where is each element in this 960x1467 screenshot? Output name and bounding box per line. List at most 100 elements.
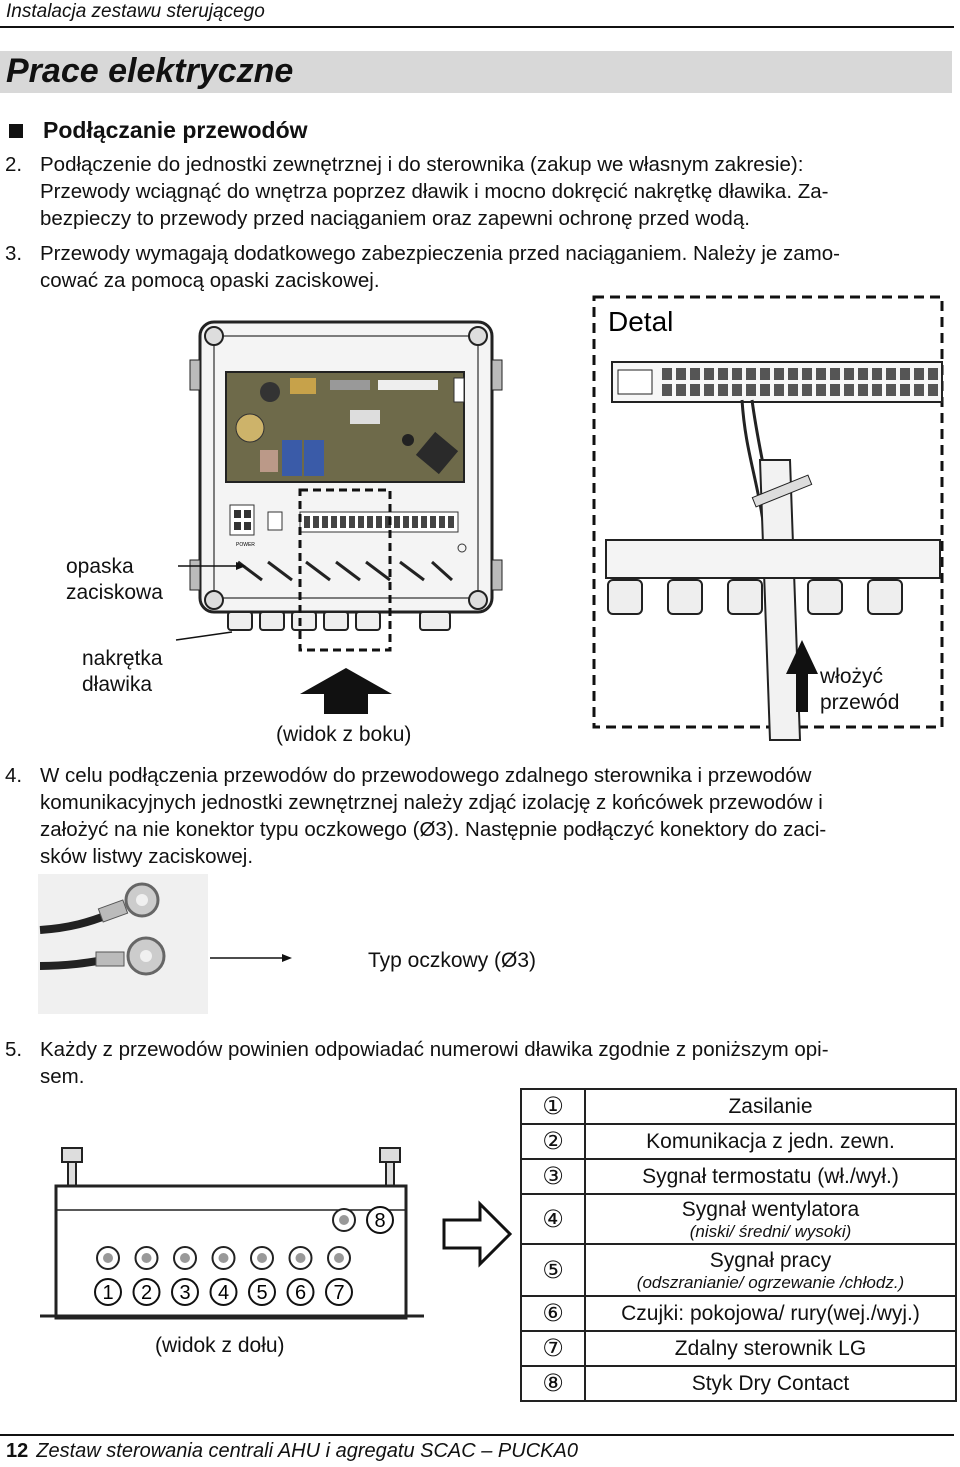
gland-number-label: 7	[333, 1282, 344, 1304]
pcb-power-label: POWER	[236, 542, 255, 548]
table-row: ④ Sygnał wentylatora (niski/ średni/ wys…	[520, 1193, 957, 1245]
page-number: 12	[6, 1440, 29, 1462]
rail-terminal-slot	[774, 384, 784, 396]
pcb-board	[225, 371, 465, 483]
square-bullet-icon	[9, 123, 23, 138]
gland-number-label: 6	[295, 1282, 306, 1304]
step-number: 5.	[5, 1038, 23, 1061]
rail-terminal-slot	[928, 368, 938, 380]
terminal-slot	[304, 516, 310, 528]
rail-terminal-slot	[676, 368, 686, 380]
rail-terminal-slot	[690, 368, 700, 380]
rail-terminal-slot	[900, 384, 910, 396]
rail-terminal-slot	[690, 384, 700, 396]
detail-cable-tie	[751, 474, 813, 508]
gland-number-label: 5	[256, 1282, 267, 1304]
rail-terminal-slot	[816, 368, 826, 380]
terminal-slot	[439, 516, 445, 528]
rail-terminal-slot	[746, 368, 756, 380]
gland-description-detail: (niski/ średni/ wysoki)	[689, 1221, 852, 1241]
section-title-bar	[0, 51, 952, 93]
gland-number-label: 2	[141, 1282, 152, 1304]
detail-terminal-rail	[611, 361, 943, 403]
gland-number: ③	[520, 1158, 586, 1195]
control-box-diagram: POWER Detal	[175, 295, 944, 741]
rail-terminal-slot	[858, 368, 868, 380]
subheading-text: Podłączanie przewodów	[43, 117, 308, 143]
rail-terminal-slot	[914, 368, 924, 380]
gland-number-circle	[366, 1206, 394, 1234]
rail-terminal-slot	[760, 384, 770, 396]
step-line: Podłączenie do jednostki zewnętrznej i d…	[40, 153, 804, 176]
rail-terminal-slot	[914, 384, 924, 396]
terminal-slot	[376, 516, 382, 528]
table-row: ⑦ Zdalny sterownik LG	[520, 1330, 957, 1367]
gland-number: ⑤	[520, 1243, 586, 1297]
rail-terminal-slot	[844, 384, 854, 396]
section-title: Prace elektryczne	[6, 52, 294, 90]
gland-hole-center	[339, 1215, 349, 1225]
step-line: cować za pomocą opaski zaciskowej.	[40, 269, 380, 292]
rail-terminal-slot	[704, 368, 714, 380]
gland-hole-center	[334, 1253, 344, 1263]
gland-description: Sygnał wentylatora (niski/ średni/ wysok…	[584, 1193, 957, 1245]
gland-number-circle	[132, 1278, 161, 1306]
ring-terminal-photo	[38, 874, 292, 1014]
step-line: W celu podłączenia przewodów do przewodo…	[40, 764, 812, 787]
gland-number-label: 1	[102, 1282, 113, 1304]
insert-wire-arrow	[786, 640, 818, 712]
gland-description-detail: (odszranianie/ ogrzewanie /chłodz.)	[636, 1272, 905, 1292]
view-direction-arrow	[300, 668, 392, 714]
step-line: komunikacyjnych jednostki zewnętrznej na…	[40, 791, 823, 814]
terminal-slot	[349, 516, 355, 528]
gland-nut-label: nakrętka dławika	[82, 647, 163, 696]
gland-description: Komunikacja z jedn. zewn.	[584, 1123, 957, 1160]
bottom-view-caption: (widok z dołu)	[155, 1334, 285, 1357]
gland-number: ⑧	[520, 1365, 586, 1402]
table-row: ① Zasilanie	[520, 1088, 957, 1125]
step-number: 4.	[5, 764, 23, 787]
gland-number-label: 8	[374, 1210, 385, 1232]
rail-terminal-slot	[816, 384, 826, 396]
gland-number: ①	[520, 1088, 586, 1125]
right-arrow-icon	[442, 1200, 513, 1268]
gland-description: Sygnał pracy (odszranianie/ ogrzewanie /…	[584, 1243, 957, 1297]
gland-number-circle	[325, 1278, 353, 1306]
header-divider	[0, 26, 954, 28]
terminal-slot	[322, 516, 328, 528]
gland-number: ⑥	[520, 1295, 586, 1332]
nut-pointer-line	[175, 631, 233, 641]
gland-number-label: 3	[179, 1282, 190, 1304]
table-row: ② Komunikacja z jedn. zewn.	[520, 1123, 957, 1160]
rail-terminal-slot	[732, 368, 742, 380]
rail-terminal-slot	[662, 368, 672, 380]
page-footer: 12 Zestaw sterowania centrali AHU i agreg…	[6, 1440, 578, 1463]
rail-terminal-slot	[802, 368, 812, 380]
gland-description: Styk Dry Contact	[584, 1365, 957, 1402]
step-4: 4. W celu podłączenia przewodów do przew…	[5, 762, 826, 870]
gland-description: Czujki: pokojowa/ rury(wej./wyj.)	[584, 1295, 957, 1332]
gland-hole-center	[257, 1253, 267, 1263]
rail-terminal-slot	[802, 384, 812, 396]
step-line: Każdy z przewodów powinien odpowiadać nu…	[40, 1038, 829, 1061]
step-line: założyć na nie konektor typu oczkowego (…	[40, 818, 827, 841]
gland-description: Zasilanie	[584, 1088, 957, 1125]
rail-terminal-slot	[928, 384, 938, 396]
terminal-slot	[448, 516, 454, 528]
terminal-slot	[421, 516, 427, 528]
subheading: Podłączanie przewodów	[6, 117, 308, 144]
rail-terminal-slot	[704, 384, 714, 396]
terminal-slot	[358, 516, 364, 528]
table-row: ⑥ Czujki: pokojowa/ rury(wej./wyj.)	[520, 1295, 957, 1332]
rail-terminal-slot	[662, 384, 672, 396]
step-2: 2. Podłączenie do jednostki zewnętrznej …	[5, 151, 828, 232]
step-5: 5. Każdy z przewodów powinien odpowiadać…	[5, 1036, 829, 1090]
terminal-slot	[394, 516, 400, 528]
rail-terminal-slot	[830, 368, 840, 380]
side-view-caption: (widok z boku)	[276, 723, 412, 746]
footer-text: Zestaw sterowania centrali AHU i agregat…	[36, 1440, 578, 1462]
gland-description: Zdalny sterownik LG	[584, 1330, 957, 1367]
table-row: ⑧ Styk Dry Contact	[520, 1365, 957, 1402]
cable-glands	[227, 611, 451, 631]
terminal-strip	[299, 511, 467, 553]
